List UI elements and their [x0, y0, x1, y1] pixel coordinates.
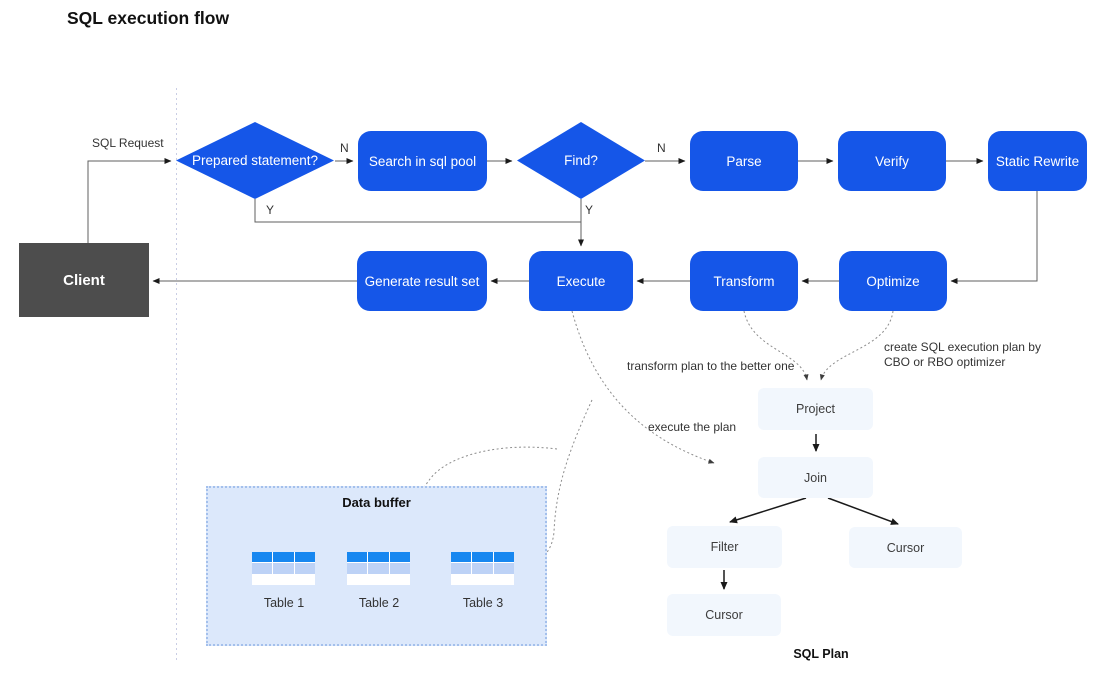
table-3-graphic	[451, 552, 514, 585]
node-prepared-statement-decision: Prepared statement?	[176, 122, 334, 199]
connector-join-to-cursor	[827, 497, 899, 525]
data-buffer-title: Data buffer	[342, 495, 411, 510]
edge-label-y2: Y	[585, 203, 594, 217]
plan-node-filter: Filter	[667, 526, 782, 568]
annotation-create-plan: create SQL execution plan by CBO or RBO …	[884, 340, 1041, 369]
table-2-graphic	[347, 552, 410, 585]
node-optimize: Optimize	[839, 251, 947, 311]
plan-node-cursor-right: Cursor	[849, 527, 962, 568]
node-transform: Transform	[690, 251, 798, 311]
plan-node-cursor-bottom: Cursor	[667, 594, 781, 636]
table-1-label: Table 1	[263, 596, 305, 610]
connector-optimize-to-project-dotted	[819, 310, 894, 381]
connector-execute-to-plan-dotted	[571, 310, 715, 464]
node-verify: Verify	[838, 131, 946, 191]
connector-prepared-yes-branch	[254, 199, 581, 223]
node-parse: Parse	[690, 131, 798, 191]
annotation-execute-plan: execute the plan	[648, 420, 737, 434]
node-search-in-sql-pool: Search in sql pool	[358, 131, 487, 191]
plan-node-project: Project	[758, 388, 873, 430]
plan-node-join: Join	[758, 457, 873, 498]
connector-join-to-filter	[729, 497, 807, 524]
edge-label-n1: N	[340, 141, 349, 155]
node-static-rewrite: Static Rewrite	[988, 131, 1087, 191]
page-title: SQL execution flow	[67, 8, 230, 28]
connector-static-rewrite-to-optimize	[950, 191, 1038, 284]
node-generate-result-set: Generate result set	[357, 251, 487, 311]
connector-client-to-prepared	[87, 158, 172, 243]
edge-label-y1: Y	[266, 203, 275, 217]
sql-plan-caption: SQL Plan	[793, 647, 849, 661]
table-2-label: Table 2	[358, 596, 400, 610]
edge-label-n2: N	[657, 141, 666, 155]
table-3-label: Table 3	[462, 596, 504, 610]
node-client: Client	[19, 243, 149, 317]
node-find-decision: Find?	[517, 122, 645, 199]
node-execute: Execute	[529, 251, 633, 311]
annotation-transform-plan: transform plan to the better one	[627, 359, 795, 373]
edge-label-sql-request: SQL Request	[92, 136, 164, 150]
table-1-graphic	[252, 552, 315, 585]
